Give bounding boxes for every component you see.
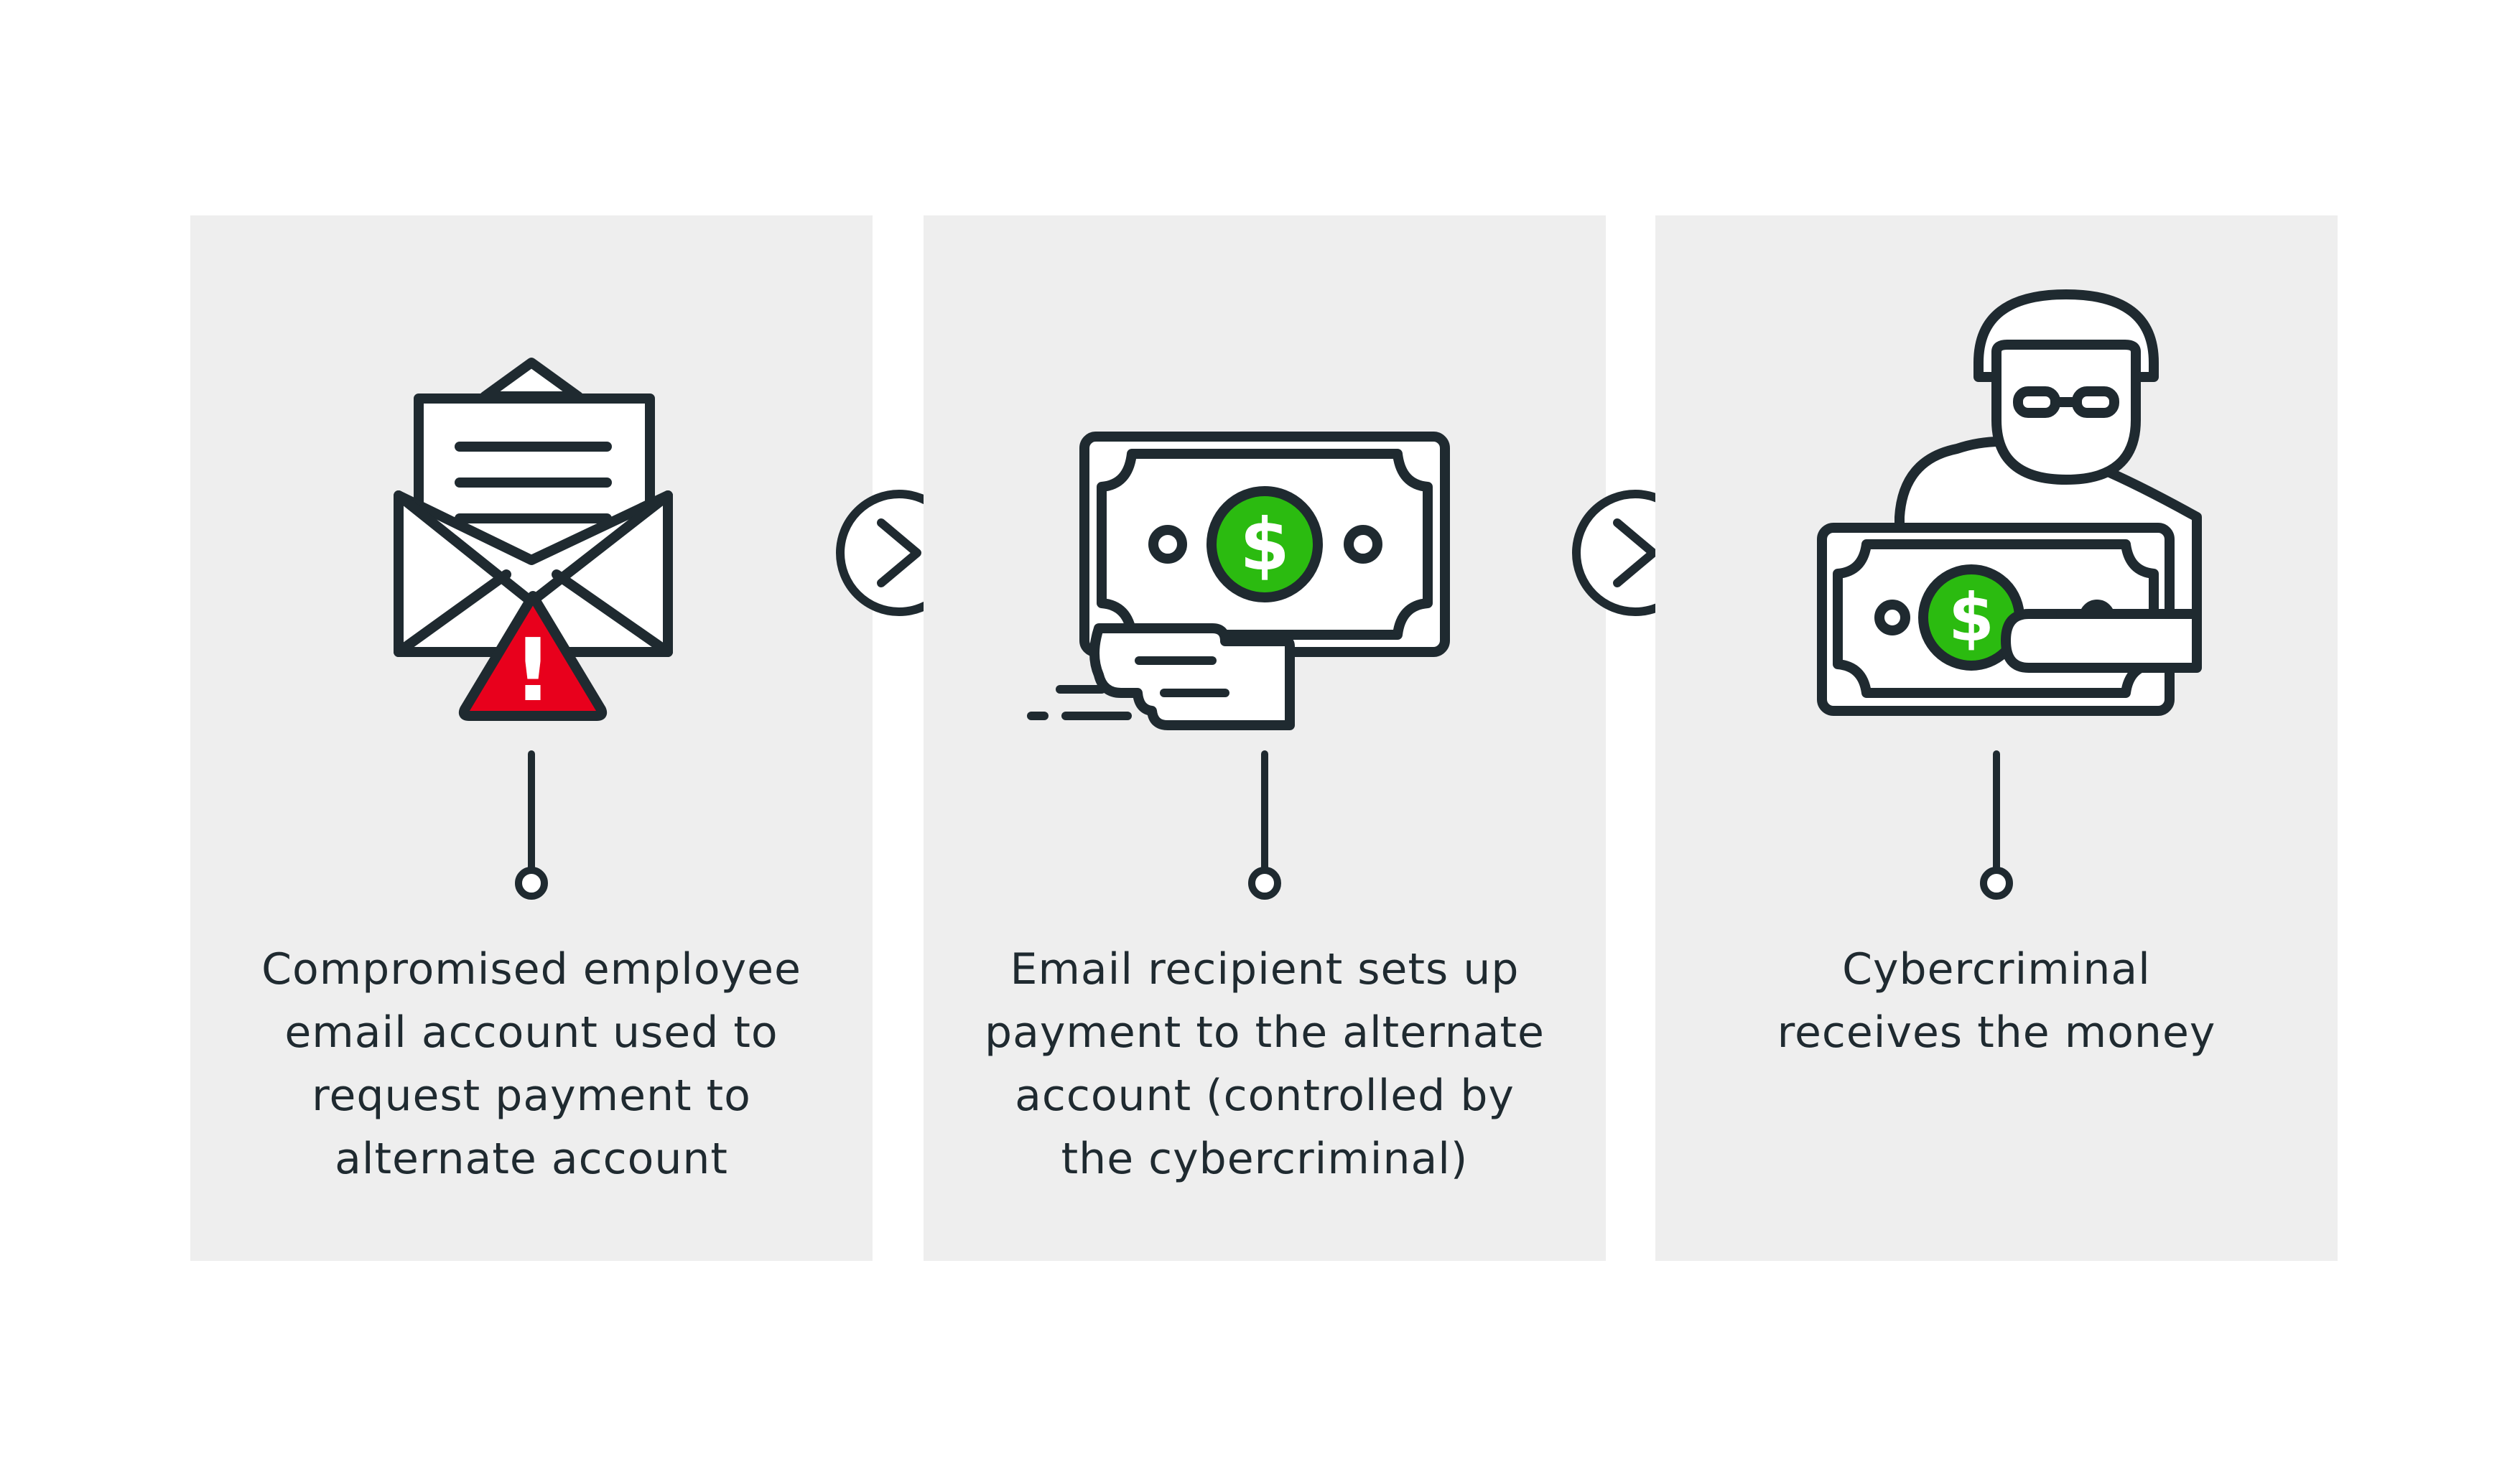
step-3-caption: Cybercriminal receives the money (1691, 938, 2302, 1064)
caption-line: alternate account (335, 1134, 728, 1184)
step-1-caption: Compromised employee email account used … (226, 938, 837, 1191)
hand-icon (2001, 609, 2202, 673)
caption-line: Cybercriminal (1842, 944, 2151, 994)
dollar-coin-icon: $ (1918, 564, 2024, 671)
step-3-panel: $ Cybercriminal receives the money (1655, 215, 2338, 1261)
connector-pin (515, 750, 548, 900)
hand-giving-money-icon: $ (1027, 432, 1450, 730)
connector-pin (1980, 750, 2013, 900)
currency-glyph: $ (1240, 503, 1290, 587)
currency-glyph: $ (1948, 579, 1994, 656)
warning-icon: ! (458, 591, 608, 721)
caption-line: Email recipient sets up (1010, 944, 1520, 994)
step-2-panel: $ Email recipient sets up payment to the… (924, 215, 1606, 1261)
dollar-coin-icon: $ (1206, 486, 1323, 602)
caption-line: email account used to (284, 1007, 778, 1058)
caption-line: receives the money (1777, 1007, 2216, 1058)
envelope-alert-icon: ! (394, 358, 673, 721)
caption-line: the cybercriminal) (1061, 1134, 1469, 1184)
caption-line: account (controlled by (1015, 1071, 1515, 1121)
caption-line: payment to the alternate (985, 1007, 1545, 1058)
cybercriminal-with-money-icon: $ (1817, 289, 2202, 716)
connector-pin (1248, 750, 1281, 900)
caption-line: request payment to (312, 1071, 751, 1121)
alert-glyph: ! (513, 621, 553, 721)
caption-line: Compromised employee (261, 944, 801, 994)
step-1-panel: ! Compromised employee email account use… (190, 215, 873, 1261)
step-2-caption: Email recipient sets up payment to the a… (959, 938, 1570, 1191)
